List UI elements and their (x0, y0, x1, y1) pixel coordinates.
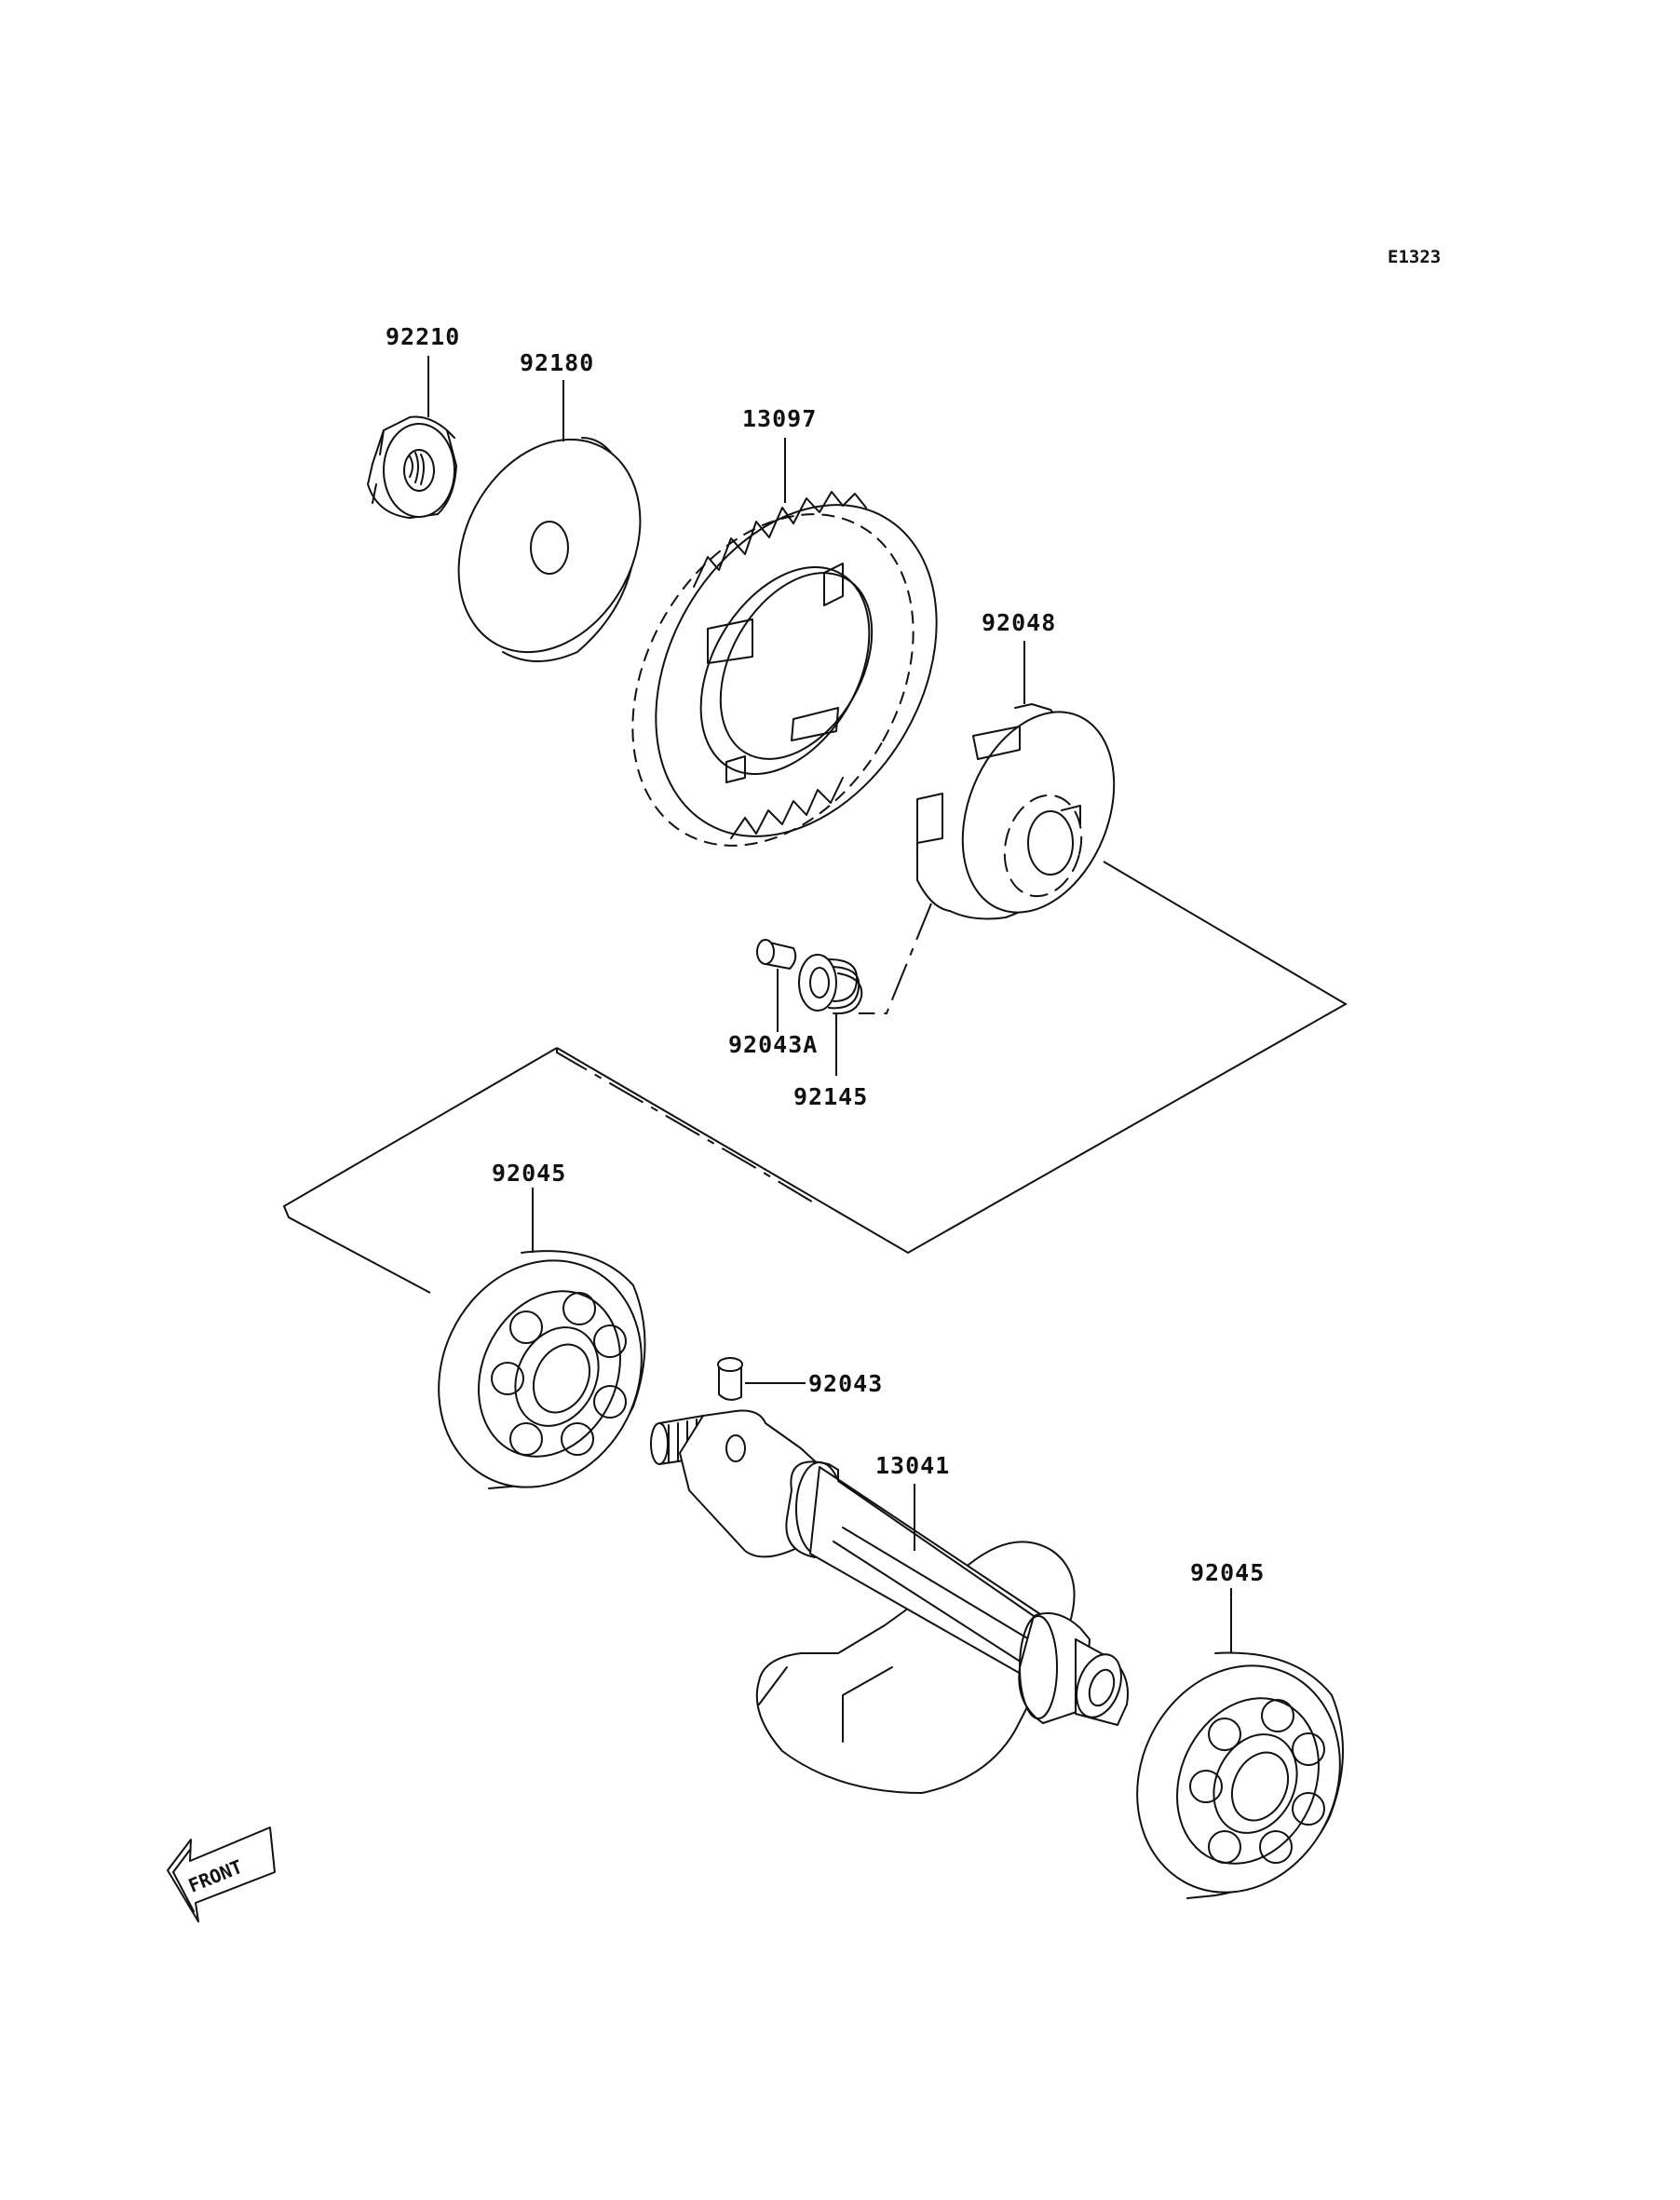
callout-92210[interactable]: 92210 (386, 323, 460, 350)
assembly-dash (556, 1048, 820, 1207)
washer-part[interactable] (423, 408, 676, 684)
assembly-outline-left (282, 1047, 558, 1294)
callout-92180[interactable]: 92180 (520, 349, 594, 376)
callout-92045-right[interactable]: 92045 (1190, 1559, 1265, 1586)
nut-part[interactable] (367, 415, 457, 519)
callout-92048[interactable]: 92048 (982, 609, 1056, 636)
bearing-left-part[interactable] (402, 1227, 678, 1520)
callout-92043A[interactable]: 92043A (728, 1031, 818, 1058)
reference-code: E1323 (1388, 247, 1441, 267)
spring-part[interactable] (798, 954, 863, 1015)
shaft-part[interactable] (650, 1409, 1130, 1794)
pin-part[interactable] (717, 1357, 743, 1401)
weight-part[interactable] (916, 689, 1142, 935)
callout-13097[interactable]: 13097 (742, 405, 817, 432)
callout-92045-left[interactable]: 92045 (492, 1160, 566, 1187)
alignment-line (859, 903, 932, 1014)
callout-92145[interactable]: 92145 (793, 1083, 868, 1110)
bearing-right-part[interactable] (1101, 1632, 1376, 1925)
pin-a-part[interactable] (756, 939, 797, 970)
callout-13041[interactable]: 13041 (875, 1452, 950, 1479)
assembly-outline-right (556, 861, 1348, 1255)
callout-92043[interactable]: 92043 (808, 1370, 883, 1397)
gear-part[interactable] (576, 455, 994, 896)
front-arrow-icon: FRONT (167, 1827, 276, 1922)
